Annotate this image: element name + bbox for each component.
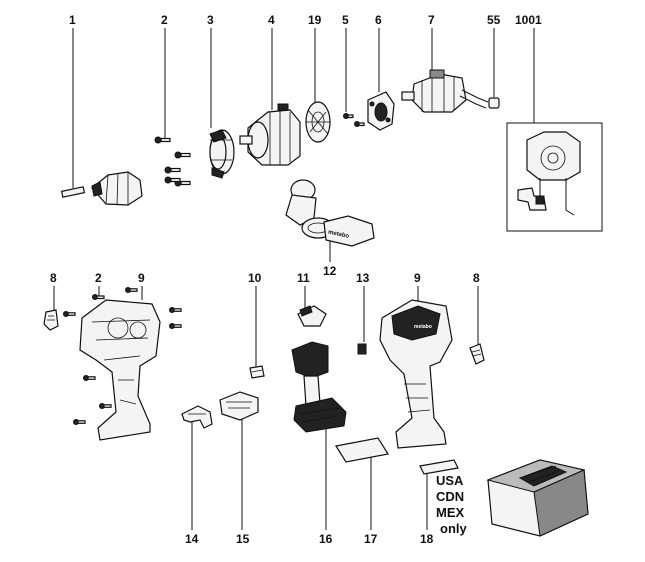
part-10-spring <box>249 365 265 379</box>
part-12-side-handle: metabo <box>285 179 375 247</box>
part-13-spring <box>357 343 367 355</box>
battery-pack <box>486 459 589 537</box>
part-55-cap <box>488 97 500 109</box>
leader-lines-middle <box>53 286 479 368</box>
label-part-17: 17 <box>364 532 378 546</box>
housing-screws-left <box>63 287 182 425</box>
part-14-bracket <box>181 405 213 429</box>
part-2-screws <box>154 136 191 187</box>
label-part-55: 55 <box>487 13 501 27</box>
label-part-16: 16 <box>319 532 333 546</box>
housing-brand-text: metabo <box>414 324 432 330</box>
label-part-14: 14 <box>185 532 199 546</box>
part-18-sticker <box>419 459 459 475</box>
part-1-pin <box>60 186 86 198</box>
label-part-10: 10 <box>248 271 262 285</box>
label-part-2-lower: 2 <box>95 271 102 285</box>
part-9-housing-left <box>79 299 161 441</box>
part-6-plate <box>367 91 395 131</box>
label-part-8-left: 8 <box>50 271 57 285</box>
part-chuck <box>91 171 143 206</box>
part-5-screws <box>343 113 365 127</box>
part-8-clip-left <box>43 309 59 331</box>
label-part-12: 12 <box>323 264 337 278</box>
label-part-2: 2 <box>161 13 168 27</box>
region-usa: USA <box>436 473 464 488</box>
label-part-9-left: 9 <box>138 271 145 285</box>
part-2-screw-lower <box>92 294 105 300</box>
label-part-5: 5 <box>342 13 349 27</box>
part-3-ring <box>209 129 235 179</box>
label-part-13: 13 <box>356 271 370 285</box>
part-8-clip-right <box>469 343 485 365</box>
region-only: only <box>440 521 467 536</box>
label-part-1: 1 <box>69 13 76 27</box>
part-1001-motor-detail <box>506 122 603 232</box>
label-part-19: 19 <box>308 13 322 27</box>
region-note: USA CDN MEX only <box>436 473 467 536</box>
label-part-1001: 1001 <box>515 13 542 27</box>
region-mex: MEX <box>436 505 465 520</box>
part-11-button <box>297 305 327 327</box>
label-part-9-right: 9 <box>414 271 421 285</box>
part-16-switch <box>291 341 347 433</box>
label-part-11: 11 <box>297 271 310 285</box>
part-4-gearbox <box>239 103 301 166</box>
part-9-housing-right: metabo <box>379 299 453 449</box>
part-19-disc <box>305 101 331 143</box>
part-15-cover <box>219 391 259 421</box>
label-part-18: 18 <box>420 532 434 546</box>
part-17-plate <box>335 437 389 463</box>
label-part-3: 3 <box>207 13 214 27</box>
part-7-motor <box>401 69 489 113</box>
label-part-15: 15 <box>236 532 250 546</box>
label-part-4: 4 <box>268 13 275 27</box>
region-cdn: CDN <box>436 489 464 504</box>
label-part-8-right: 8 <box>473 271 480 285</box>
label-part-7: 7 <box>428 13 435 27</box>
handle-brand-text: metabo <box>327 230 349 240</box>
label-part-6: 6 <box>375 13 382 27</box>
leader-lines-top <box>72 28 535 188</box>
